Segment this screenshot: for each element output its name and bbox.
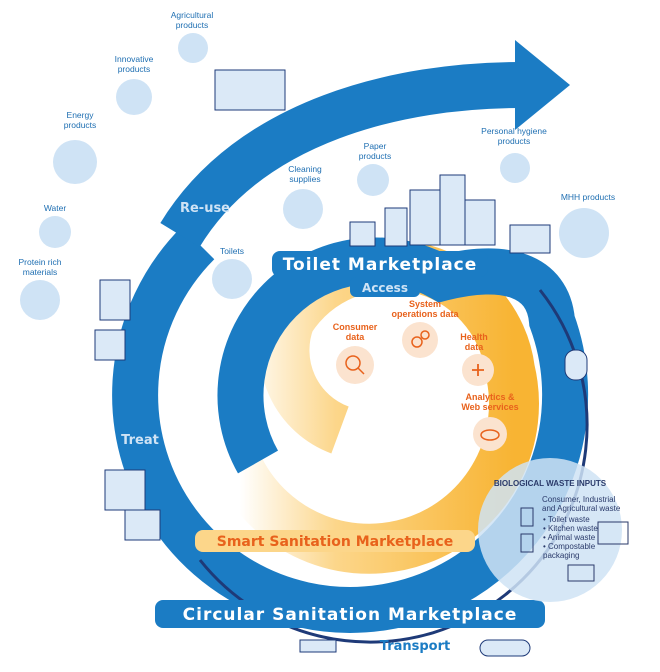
factory-icon <box>597 521 629 545</box>
stage-access: Access <box>362 281 408 295</box>
data-analytics-label: Analytics &Web services <box>461 392 518 412</box>
smart-label-ribbon <box>195 530 475 552</box>
toilet-marketplace-label: Toilet Marketplace <box>283 255 478 275</box>
access-ribbon <box>350 277 420 297</box>
toilet-icon <box>520 507 534 527</box>
toilet-icon <box>212 259 252 299</box>
bio-waste-line2: and Agricultural waste <box>542 504 621 513</box>
smart-marketplace-label: Smart Sanitation Marketplace <box>217 534 453 550</box>
product-toilets-label: Toilets <box>220 246 244 256</box>
menstrual-products-icon <box>559 208 609 258</box>
cloud-icon <box>473 417 507 451</box>
outer-label-ribbon <box>155 600 545 628</box>
product-water-label: Water <box>44 203 67 213</box>
spray-bottle-icon <box>283 189 323 229</box>
inner-label-ribbon <box>272 251 488 277</box>
stage-reuse: Re-use <box>180 201 230 216</box>
lightbulb-icon <box>53 140 97 184</box>
bio-waste-item: • Toilet waste <box>543 515 590 524</box>
first-aid-icon <box>462 354 494 386</box>
stage-transport: Transport <box>380 639 450 654</box>
soap-icon <box>500 153 530 183</box>
city-buildings-icon <box>94 69 588 657</box>
circular-marketplace-band <box>112 226 589 633</box>
gears-icon <box>402 322 438 358</box>
bio-waste-line1: Consumer, Industrial <box>542 495 616 504</box>
user-search-icon <box>336 346 374 384</box>
bio-waste-title: BIOLOGICAL WASTE INPUTS <box>494 479 607 488</box>
bin-icon <box>520 533 534 553</box>
bio-waste-item: • Animal waste <box>543 533 596 542</box>
bio-waste-item-last: packaging <box>543 551 579 560</box>
toilet-paper-icon <box>357 164 389 196</box>
microscope-icon <box>116 79 152 115</box>
water-drop-icon <box>39 216 71 248</box>
farm-building-icon <box>567 564 595 582</box>
product-mhh-label: MHH products <box>561 192 615 202</box>
biological-waste-bubble <box>478 458 629 602</box>
stage-treat: Treat <box>121 433 159 448</box>
protein-icon <box>20 280 60 320</box>
farm-icon <box>178 33 208 63</box>
bio-waste-item: • Kitchen waste <box>543 524 598 533</box>
bio-waste-item: • Compostable <box>543 542 596 551</box>
reuse-arrow <box>160 62 521 248</box>
circular-marketplace-label: Circular Sanitation Marketplace <box>183 605 518 625</box>
arrow-head-icon <box>515 40 570 130</box>
